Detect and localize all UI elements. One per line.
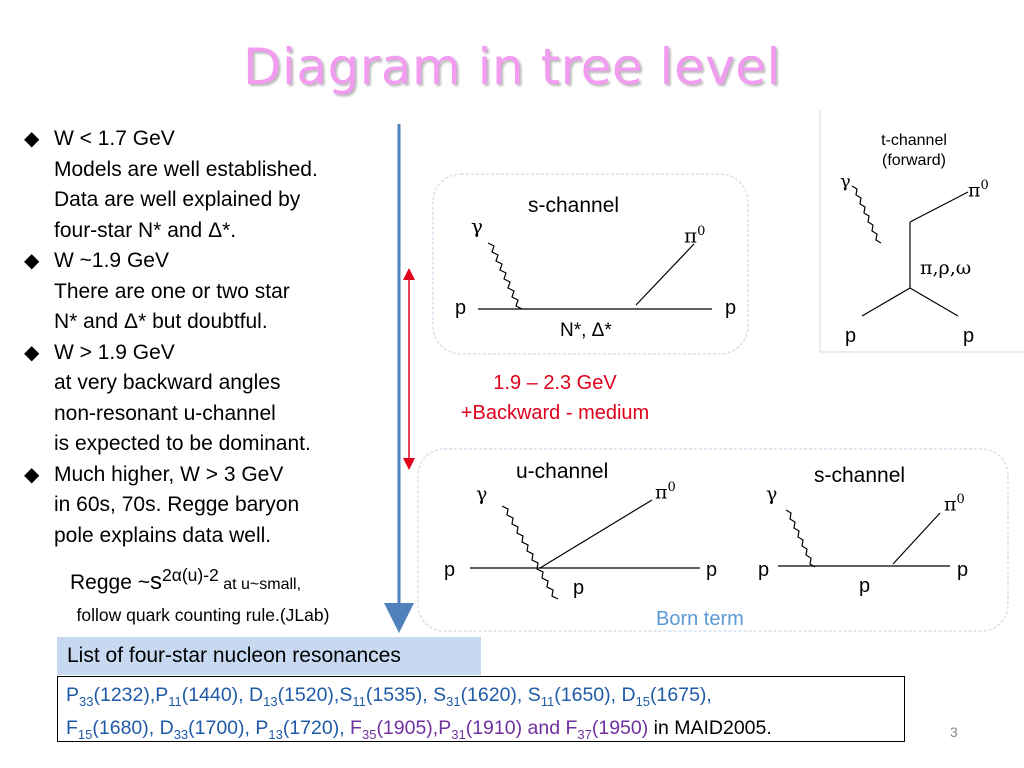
regge-line2: follow quark counting rule.(JLab)	[76, 605, 330, 625]
resonance-item: S11(1535),	[339, 684, 434, 709]
uchannel-intermediate: p	[573, 577, 585, 599]
bullet-group: ◆ W > 1.9 GeV at very backward angles non…	[24, 338, 396, 460]
resonance-suffix: in MAID2005.	[648, 716, 772, 739]
tchannel-pion-line	[909, 191, 969, 223]
bullet-line: four-star N* and Δ*.	[54, 218, 237, 242]
bullet-head: W < 1.7 GeV	[54, 127, 175, 150]
bullet-list: ◆ W < 1.7 GeV Models are well established…	[24, 124, 396, 551]
regge-s: s	[149, 568, 162, 595]
schannel-top-pion: π0	[684, 223, 706, 248]
schannel-bottom-p-out: p	[957, 559, 969, 581]
schannel-bottom-photon	[785, 509, 816, 568]
schannel-top-title: s-channel	[528, 194, 620, 217]
bullet-head: W > 1.9 GeV	[54, 340, 175, 364]
bullet-line: at very backward angles	[54, 371, 281, 394]
resonance-item: F35(1905),	[350, 716, 439, 742]
schannel-top-gamma: γ	[471, 214, 483, 238]
resonance-item: P11(1440),	[155, 684, 249, 709]
tchannel-gamma: γ	[840, 171, 851, 192]
resonance-item: S31(1620),	[433, 684, 528, 709]
schannel-top-p-in: p	[455, 297, 467, 319]
resonance-item: S11(1650),	[527, 684, 622, 709]
resonance-item: D13(1520),	[249, 684, 340, 709]
bullet-head: W ~1.9 GeV	[54, 249, 169, 272]
diamond-bullet-icon: ◆	[24, 250, 40, 272]
resonance-item: P33(1232),	[66, 684, 156, 709]
resonance-item: F37(1950)	[565, 716, 649, 742]
bullet-line: is expected to be dominant.	[54, 432, 311, 455]
regge-exponent: 2α(u)-2	[161, 565, 219, 585]
schannel-bottom-gamma: γ	[766, 483, 778, 505]
bullet-head: Much higher, W > 3 GeV	[54, 462, 284, 486]
tchannel-exchange: π,ρ,ω	[920, 257, 972, 279]
uchannel-photon	[501, 505, 559, 600]
uchannel-pion: π0	[655, 480, 676, 504]
tchannel-box-border	[819, 110, 1024, 353]
uchannel-title: u-channel	[516, 460, 609, 483]
regge-note: Regge ~s2α(u)-2 at u~small, follow quark…	[30, 560, 380, 630]
resonance-list: P33(1232),P11(1440), D13(1520),S11(1535)…	[57, 676, 905, 742]
bullet-line: pole explains data well.	[54, 523, 272, 547]
bullet-group: ◆ Much higher, W > 3 GeV in 60s, 70s. Reg…	[24, 460, 396, 552]
resonance-item: F15(1680),	[66, 716, 160, 742]
schannel-top-pion-line	[635, 243, 695, 306]
resonance-line: P33(1232),P11(1440), D13(1520),S11(1535)…	[66, 682, 896, 715]
tchannel-pion: π0	[968, 178, 989, 202]
tchannel-p-out: p	[963, 325, 975, 347]
energy-line2: +Backward - medium	[460, 402, 650, 424]
schannel-top-photon	[487, 242, 523, 310]
resonance-item: D15(1675),	[621, 684, 712, 709]
bullet-line: There are one or two star	[54, 279, 290, 303]
bullet-line: Models are well established.	[54, 157, 318, 181]
page-number: 3	[950, 724, 958, 740]
diamond-bullet-icon: ◆	[24, 128, 40, 150]
schannel-top-p-out: p	[725, 297, 737, 319]
uchannel-p-in: p	[444, 559, 456, 581]
born-term-label: Born term	[656, 608, 744, 630]
schannel-top-box	[432, 173, 749, 355]
bullet-line: in 60s, 70s. Regge baryon	[54, 493, 300, 516]
schannel-top-intermediate: N*, Δ*	[560, 320, 612, 341]
tchannel-proton-in	[861, 287, 911, 317]
diamond-bullet-icon: ◆	[24, 341, 40, 364]
uchannel-pion-line	[539, 499, 653, 569]
tchannel-proton-out	[909, 287, 959, 317]
bullet-line: Data are well explained by	[54, 188, 301, 211]
schannel-bottom-intermediate: p	[859, 575, 871, 597]
energy-note: 1.9 – 2.3 GeV +Backward - medium	[420, 368, 690, 428]
schannel-bottom-p-in: p	[758, 559, 770, 581]
bullet-group: ◆ W < 1.7 GeV Models are well established…	[24, 124, 396, 246]
schannel-bottom-pion-line	[892, 512, 941, 565]
tchannel-p-in: p	[845, 325, 857, 347]
page-title: Diagram in tree level	[243, 38, 781, 96]
tchannel-title: t-channel(forward)	[881, 132, 947, 169]
diamond-bullet-icon: ◆	[24, 463, 40, 486]
tchannel-photon	[851, 185, 882, 244]
bullet-line: N* and Δ* but doubtful.	[54, 310, 268, 333]
resonance-line: F15(1680), D33(1700), P13(1720), F35(190…	[66, 715, 896, 748]
regge-prefix: Regge ~	[70, 571, 150, 594]
regge-suffix: at u~small,	[218, 576, 302, 593]
schannel-bottom-pion: π0	[944, 492, 965, 516]
resonance-list-header: List of four-star nucleon resonances	[57, 637, 481, 675]
resonance-item: D33(1700),	[159, 716, 256, 742]
schannel-bottom-title: s-channel	[814, 464, 906, 487]
energy-line1: 1.9 – 2.3 GeV	[493, 372, 617, 394]
uchannel-p-out: p	[706, 559, 718, 581]
resonance-item: P13(1720),	[255, 716, 351, 742]
resonance-item: P31(1910) and	[438, 716, 566, 742]
bullet-line: non-resonant u-channel	[54, 401, 276, 425]
uchannel-gamma: γ	[476, 483, 488, 505]
born-term-box	[417, 448, 1009, 632]
bullet-group: ◆ W ~1.9 GeV There are one or two star N*…	[24, 246, 396, 338]
